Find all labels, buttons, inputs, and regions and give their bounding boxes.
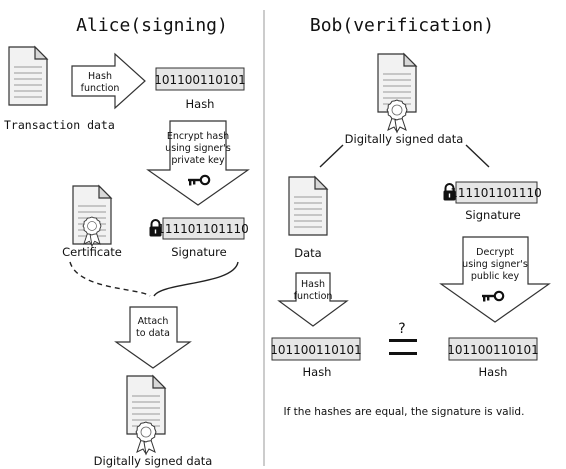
bob-signature-label: Signature (465, 208, 520, 222)
alice-title: Alice(signing) (76, 15, 228, 36)
question-mark: ? (398, 321, 405, 337)
alice-signed-data-label: Digitally signed data (94, 454, 213, 468)
encrypt-arrow: Encrypt hash using signer's private key (146, 120, 250, 206)
bob-hash-function-arrow: Hash function (277, 272, 349, 327)
data-label: Data (294, 246, 321, 260)
attach-label-1: Attach (138, 316, 169, 327)
bob-hash-function-label-1: Hash (301, 279, 325, 290)
split-line-left (319, 144, 344, 168)
hash-box (155, 67, 245, 91)
transaction-data-label: Transaction data (4, 118, 115, 132)
hash-function-label-1: Hash (88, 71, 112, 82)
document-icon (8, 46, 48, 106)
signature-link (153, 261, 239, 297)
signed-document-icon (377, 53, 417, 133)
hash-function-label-2: function (81, 83, 120, 94)
equals-icon (389, 339, 417, 355)
signed-document-icon (126, 375, 166, 455)
hash-value: 101100110101 (154, 73, 246, 87)
decrypt-label-3: public key (471, 271, 520, 282)
attach-label-2: to data (136, 328, 170, 339)
certificate-icon (72, 185, 112, 247)
bob-hash-right-box (448, 337, 538, 361)
encrypt-label-2: using signer's (165, 143, 231, 154)
conclusion-text: If the hashes are equal, the signature i… (284, 406, 525, 418)
hash-function-arrow: Hash function (71, 52, 146, 110)
encrypt-label-3: private key (171, 155, 225, 166)
hash-label: Hash (186, 97, 215, 111)
decrypt-label-2: using signer's (462, 259, 528, 270)
bob-signature-value: 111101101110 (450, 186, 542, 200)
bob-hash-left-label: Hash (303, 365, 332, 379)
document-icon (288, 176, 328, 236)
decrypt-label-1: Decrypt (476, 247, 514, 258)
bob-hash-function-label-2: function (294, 291, 333, 302)
encrypt-label-1: Encrypt hash (167, 131, 229, 142)
signature-box (162, 217, 245, 240)
bob-signature-box (455, 181, 538, 204)
signature-label: Signature (171, 245, 226, 259)
bob-hash-left-box (271, 337, 361, 361)
bob-signed-data-label: Digitally signed data (345, 132, 464, 146)
bob-title: Bob(verification) (310, 15, 494, 36)
certificate-link-dashed (69, 261, 151, 297)
attach-arrow: Attach to data (114, 306, 192, 369)
split-line-right (465, 144, 490, 168)
signature-value: 111101101110 (157, 222, 249, 236)
decrypt-arrow: Decrypt using signer's public key (439, 236, 551, 323)
bob-hash-right-value: 101100110101 (447, 343, 539, 357)
bob-hash-left-value: 101100110101 (270, 343, 362, 357)
bob-hash-right-label: Hash (479, 365, 508, 379)
certificate-label: Certificate (62, 245, 122, 259)
